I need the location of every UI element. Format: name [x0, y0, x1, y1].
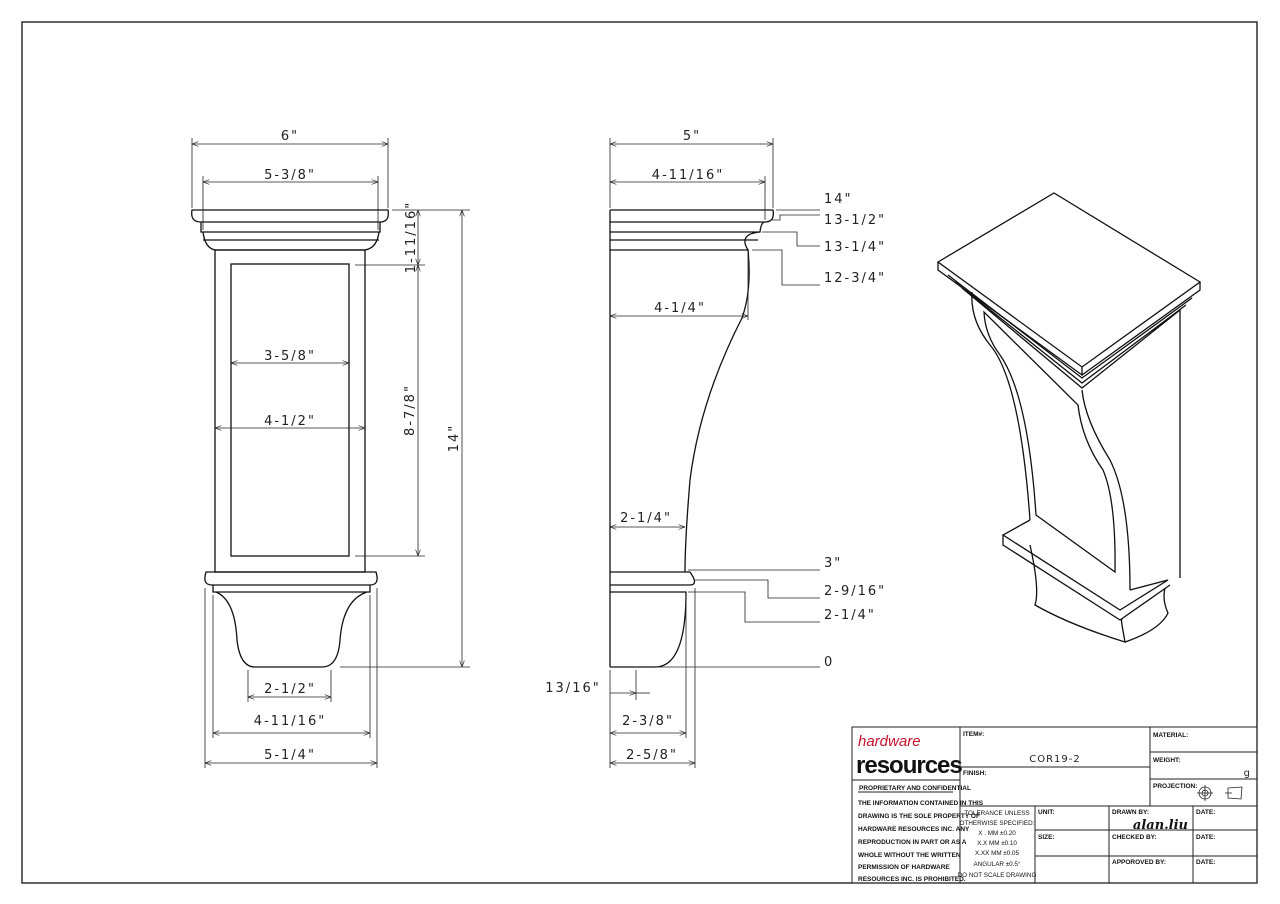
tolerance-line: X.X MM ±0.10 — [977, 840, 1017, 847]
proprietary-line: WHOLE WITHOUT THE WRITTEN — [858, 852, 961, 859]
item-label: ITEM#: — [963, 731, 984, 738]
date-label: DATE: — [1196, 859, 1215, 866]
dim-body-bottom-depth: 2-1/4" — [620, 511, 672, 526]
proprietary-heading: PROPRIETARY AND CONFIDENTIAL — [859, 785, 971, 792]
size-label: SIZE: — [1038, 834, 1055, 841]
elev-13-1-4: 13-1/4" — [824, 240, 886, 255]
dim-cap-width: 5-3/8" — [264, 168, 316, 183]
dim-base-offset: 13/16" — [545, 681, 600, 696]
drawing-border — [21, 21, 1258, 884]
proprietary-line: RESOURCES INC. IS PROHIBITED. — [858, 876, 966, 883]
dim-cap-depth: 4-11/16" — [652, 168, 724, 183]
proprietary-line: HARDWARE RESOURCES INC. ANY — [858, 826, 970, 833]
dim-panel-width: 3-5/8" — [264, 349, 316, 364]
front-view: 6" 5-3/8" 3-5/8" 4-1/2" 1-11/16" 8-7/8" … — [191, 129, 470, 768]
proprietary-line: REPRODUCTION IN PART OR AS A — [858, 839, 967, 846]
title-block: hardware resources PROPRIETARY AND CONFI… — [851, 726, 1258, 884]
item-value: COR19-2 — [1029, 754, 1081, 765]
tolerance-line: X.XX MM ±0.05 — [975, 850, 1020, 857]
date-label: DATE: — [1196, 834, 1215, 841]
side-view: 5" 4-11/16" 4-1/4" 2-1/4" 13/16" 2-3/8" … — [545, 129, 886, 768]
logo-resources: resources — [856, 752, 962, 779]
unit-label: UNIT: — [1038, 809, 1055, 816]
proprietary-line: PERMISSION OF HARDWARE — [858, 864, 950, 871]
projection-cone-icon — [1225, 786, 1243, 800]
projection-label: PROJECTION: — [1153, 783, 1197, 790]
elev-2-9-16: 2-9/16" — [824, 584, 886, 599]
dim-body-width: 4-1/2" — [264, 414, 316, 429]
elev-2-1-4: 2-1/4" — [824, 608, 876, 623]
dim-base-depth: 2-5/8" — [626, 748, 678, 763]
dim-overall-width: 6" — [281, 129, 299, 144]
dim-panel-height: 8-7/8" — [403, 384, 418, 436]
elev-0: 0 — [824, 655, 834, 670]
drawn-by-label: DRAWN BY: — [1112, 809, 1149, 816]
date-label: DATE: — [1196, 809, 1215, 816]
tolerance-line: TOLERANCE UNLESS — [964, 810, 1029, 817]
elev-14: 14" — [824, 192, 853, 207]
weight-label: WEIGHT: — [1153, 757, 1180, 764]
logo-hardware: hardware — [858, 733, 921, 750]
dim-overall-height: 14" — [447, 424, 462, 453]
proprietary-line: DRAWING IS THE SOLE PROPERTY OF — [858, 813, 980, 820]
approved-by-label: APPOROVED BY: — [1112, 859, 1166, 866]
tolerance-line: X . MM ±0.20 — [978, 830, 1016, 837]
dim-base-mid-width: 4-11/16" — [254, 714, 326, 729]
projection-circle-icon — [1197, 785, 1213, 801]
tolerance-line: OTHERWISE SPECIFIED: — [960, 820, 1035, 827]
dim-base-width: 5-1/4" — [264, 748, 316, 763]
elev-3: 3" — [824, 556, 842, 571]
material-label: MATERIAL: — [1153, 732, 1188, 739]
elev-12-3-4: 12-3/4" — [824, 271, 886, 286]
checked-by-label: CHECKED BY: — [1112, 834, 1157, 841]
tolerance-line: DO NOT SCALE DRAWING — [958, 872, 1037, 879]
dim-body-top-depth: 4-1/4" — [654, 301, 706, 316]
finish-label: FINISH: — [963, 770, 986, 777]
weight-value: g — [1244, 768, 1250, 779]
elev-13-1-2: 13-1/2" — [824, 213, 886, 228]
isometric-view — [936, 192, 1202, 643]
dim-base-depth-inner: 2-3/8" — [622, 714, 674, 729]
tolerance-line: ANGULAR ±0.5° — [974, 860, 1021, 868]
dim-cap-height: 1-11/16" — [404, 201, 419, 273]
dim-overall-depth: 5" — [683, 129, 701, 144]
dim-base-bottom-width: 2-1/2" — [264, 682, 316, 697]
drawn-by-signature: alan.liu — [1133, 818, 1188, 833]
proprietary-line: THE INFORMATION CONTAINED IN THIS — [858, 800, 984, 807]
